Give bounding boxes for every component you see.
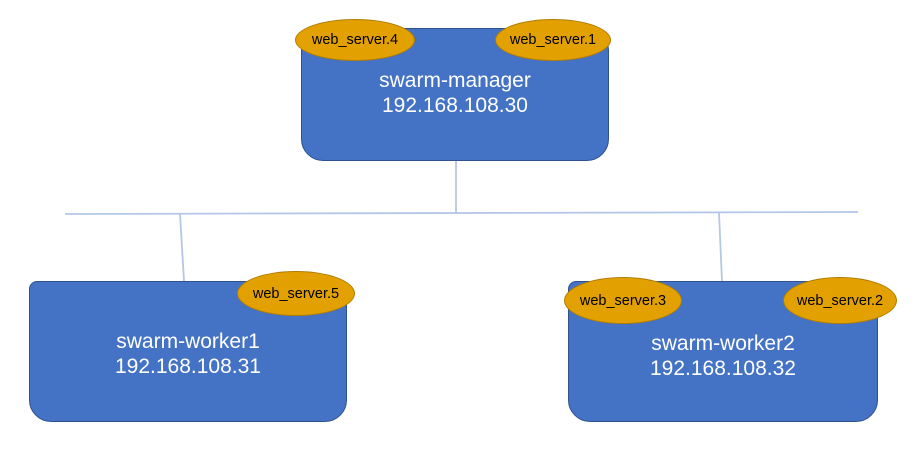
node-name: swarm-worker2 xyxy=(651,332,795,355)
bus-line xyxy=(64,211,859,215)
task-web-server-3: web_server.3 xyxy=(564,277,682,324)
task-web-server-5: web_server.5 xyxy=(237,271,355,316)
node-name: swarm-worker1 xyxy=(116,330,260,353)
task-web-server-2: web_server.2 xyxy=(783,277,897,324)
task-web-server-1: web_server.1 xyxy=(495,19,611,61)
node-ip: 192.168.108.31 xyxy=(115,355,261,378)
task-web-server-4: web_server.4 xyxy=(295,19,415,61)
node-name: swarm-manager xyxy=(379,69,531,92)
node-ip: 192.168.108.32 xyxy=(650,357,796,380)
node-ip: 192.168.108.30 xyxy=(382,94,528,117)
worker2-connector xyxy=(718,212,723,282)
worker1-connector xyxy=(179,213,185,282)
